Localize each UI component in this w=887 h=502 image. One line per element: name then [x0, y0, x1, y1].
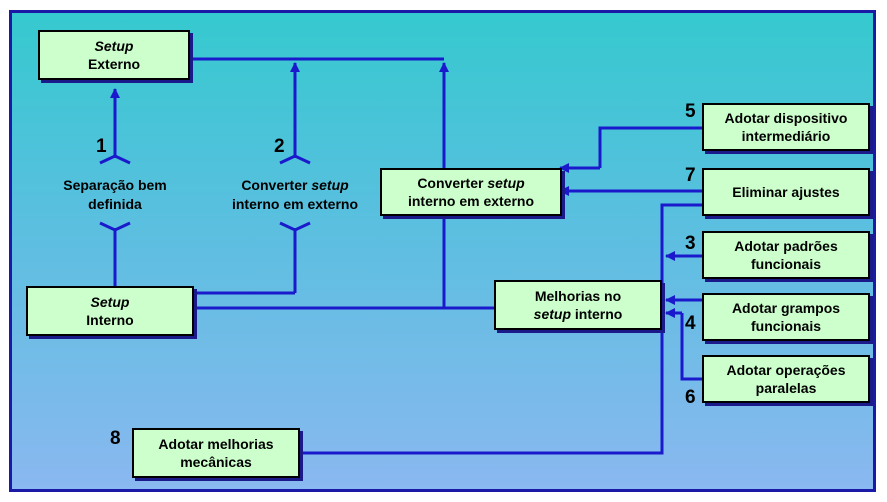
- number-8: 8: [110, 428, 121, 449]
- adotar-grampos-box: Adotar grampos funcionais: [702, 293, 870, 341]
- setup-externo-line2: Externo: [87, 56, 141, 72]
- connector-lines: [99, 57, 702, 455]
- melhorias-line1: Melhorias no: [534, 288, 622, 304]
- adotar-operacoes-box: Adotar operações paralelas: [702, 355, 870, 403]
- melhorias-line2: setup interno: [533, 306, 623, 322]
- adotar-melhorias-box: Adotar melhorias mecânicas: [132, 428, 300, 478]
- melhorias-box: Melhorias no setup interno: [494, 280, 662, 330]
- diagram-frame: Setup Externo Setup Interno Converter se…: [9, 10, 876, 492]
- separacao-label: Separação bem definida: [63, 177, 167, 212]
- setup-interno-line2: Interno: [86, 312, 134, 328]
- number-1: 1: [96, 136, 107, 157]
- setup-externo-box: Setup Externo: [38, 30, 190, 80]
- adotar-dispositivo-box: Adotar dispositivo intermediário: [702, 103, 870, 151]
- adotar-padroes-box: Adotar padrões funcionais: [702, 231, 870, 279]
- converter-line2: interno em externo: [407, 193, 535, 209]
- converter-path-label: Converter setup interno em externo: [231, 177, 359, 212]
- setup-interno-line1: Setup: [90, 294, 130, 310]
- number-5: 5: [685, 101, 696, 122]
- setup-interno-box: Setup Interno: [26, 286, 194, 336]
- converter-line1: Converter setup: [417, 175, 525, 191]
- converter-box: Converter setup interno em externo: [380, 168, 562, 216]
- number-6: 6: [685, 387, 696, 408]
- number-2: 2: [274, 136, 285, 157]
- number-7: 7: [685, 165, 696, 186]
- number-3: 3: [685, 233, 696, 254]
- eliminar-ajustes-box: Eliminar ajustes: [702, 168, 870, 216]
- setup-externo-line1: Setup: [94, 38, 134, 54]
- number-4: 4: [685, 313, 696, 334]
